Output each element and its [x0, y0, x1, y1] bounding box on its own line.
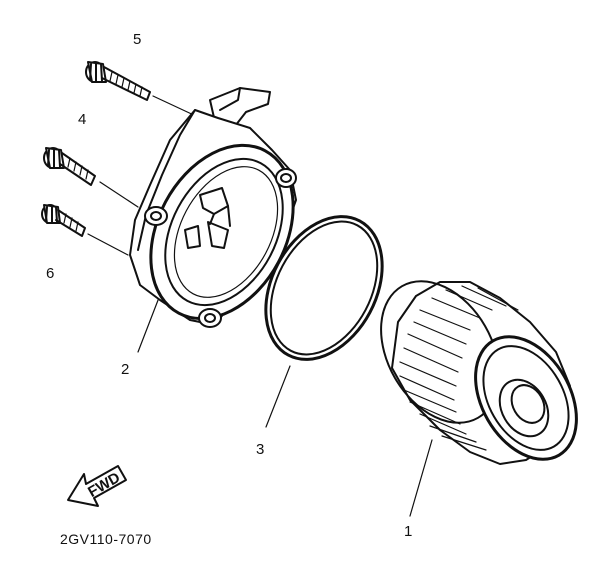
part-label-4: 4 — [78, 111, 86, 128]
leader-lines — [87, 95, 433, 517]
part-label-5: 5 — [133, 31, 141, 48]
leader-6 — [87, 233, 129, 256]
part-label-2: 2 — [121, 361, 129, 378]
diagram-code: 2GV110-7070 — [60, 531, 152, 547]
bolt-5 — [85, 61, 151, 101]
leader-3 — [265, 365, 291, 428]
part-label-3: 3 — [256, 441, 264, 458]
leader-5 — [152, 95, 199, 118]
part-label-1: 1 — [404, 523, 412, 540]
filter-pleats — [399, 285, 519, 451]
bolt-4 — [43, 147, 96, 186]
oil-filter-cover — [129, 87, 297, 328]
leader-4 — [99, 181, 139, 208]
oil-filter-element — [380, 280, 578, 465]
bolt-6 — [41, 204, 86, 237]
o-ring — [264, 215, 384, 361]
fwd-arrow-icon: FWD — [67, 465, 127, 507]
part-label-6: 6 — [46, 265, 54, 282]
leader-1 — [409, 439, 433, 517]
leader-2 — [137, 294, 161, 353]
